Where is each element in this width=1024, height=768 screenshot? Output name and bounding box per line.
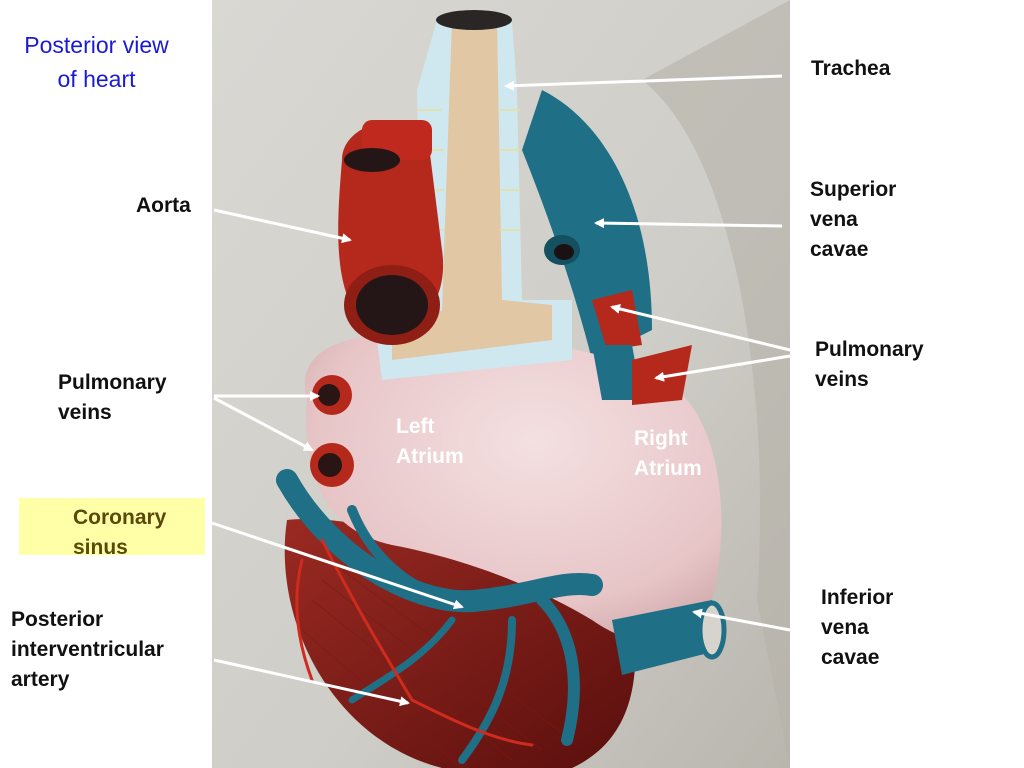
label-line: vena bbox=[810, 208, 858, 231]
label-line: Trachea bbox=[811, 57, 891, 80]
label-line: Left bbox=[396, 415, 435, 438]
label-line: artery bbox=[11, 668, 70, 691]
title-line: Posterior view bbox=[24, 32, 169, 58]
label-line: Atrium bbox=[634, 457, 702, 480]
title-line: of heart bbox=[57, 66, 136, 92]
label-line: veins bbox=[815, 368, 869, 391]
label-line: Aorta bbox=[136, 194, 191, 217]
label-line: interventricular bbox=[11, 638, 164, 661]
label-line: veins bbox=[58, 401, 112, 424]
label-posterior-interventricular-artery: Posterior interventricular artery bbox=[11, 605, 164, 695]
label-line: Posterior bbox=[11, 608, 104, 631]
label-right-atrium: Right Atrium bbox=[634, 424, 702, 484]
atrium-body bbox=[304, 333, 722, 643]
label-pulmonary-veins-left: Pulmonary veins bbox=[58, 368, 167, 428]
coronary-sinus-highlight bbox=[19, 498, 205, 555]
label-line: Superior bbox=[810, 178, 897, 201]
label-line: vena bbox=[821, 616, 869, 639]
svc-vessel bbox=[522, 90, 652, 360]
label-superior-vena-cava: Superior vena cavae bbox=[810, 175, 896, 265]
label-line: Atrium bbox=[396, 445, 464, 468]
label-line: Coronary bbox=[73, 506, 167, 529]
label-line: cavae bbox=[810, 238, 869, 261]
label-pulmonary-veins-right: Pulmonary veins bbox=[815, 335, 924, 395]
label-coronary-sinus: Coronary sinus bbox=[73, 503, 166, 563]
label-line: Inferior bbox=[821, 586, 894, 609]
label-line: sinus bbox=[73, 536, 128, 559]
label-line: Right bbox=[634, 427, 688, 450]
label-aorta: Aorta bbox=[136, 191, 191, 221]
label-line: cavae bbox=[821, 646, 880, 669]
label-left-atrium: Left Atrium bbox=[396, 412, 464, 472]
label-trachea: Trachea bbox=[811, 54, 890, 84]
diagram-title: Posterior view of heart bbox=[0, 28, 193, 96]
label-line: Pulmonary bbox=[58, 371, 167, 394]
ivc-vessel bbox=[612, 600, 720, 675]
label-inferior-vena-cava: Inferior vena cavae bbox=[821, 583, 893, 673]
label-line: Pulmonary bbox=[815, 338, 924, 361]
heart-model-photo bbox=[212, 0, 790, 768]
